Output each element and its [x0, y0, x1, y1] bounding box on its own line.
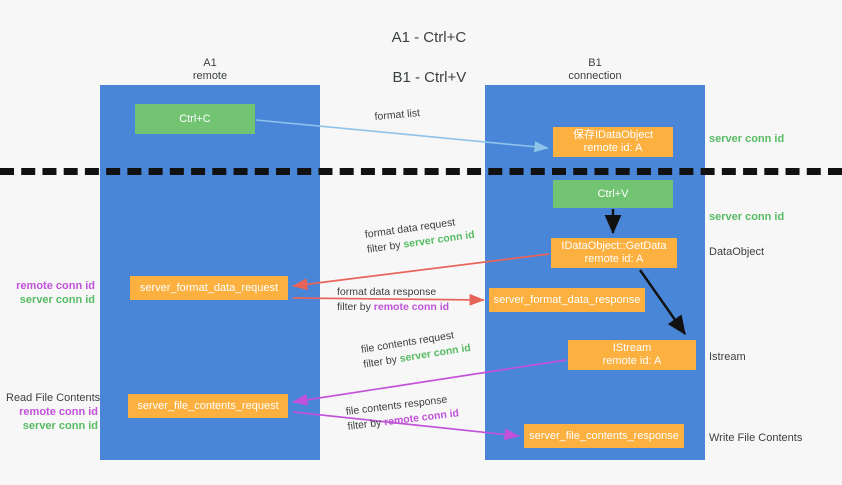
phase-divider [0, 168, 842, 175]
node-ctrl-c[interactable]: Ctrl+C [135, 104, 255, 134]
column-header-a1-name: A1 [203, 57, 217, 69]
filter-target-remote-conn-id: remote conn id [373, 301, 450, 313]
title-line-2: B1 - Ctrl+V [392, 69, 467, 86]
annotation-conn-ids-format: remote conn id server conn id [10, 279, 95, 307]
annotation-write-file-contents: Write File Contents [709, 432, 803, 444]
column-header-a1-role: remote [192, 70, 228, 82]
column-header-b1: B1 connection [485, 57, 705, 83]
annotation-server-conn-id-2: server conn id [22, 420, 98, 432]
node-istream-line2: remote id: A [602, 355, 662, 367]
annotation-dataobject: DataObject [709, 246, 765, 258]
node-istream-line1: IStream [612, 342, 652, 354]
edge-label-format-data-response-filter: filter by remote conn id [337, 300, 449, 315]
filter-prefix: filter by [346, 416, 385, 433]
node-idataobject-line2: remote id: A [583, 142, 643, 154]
title-line-1: A1 - Ctrl+C [391, 29, 467, 46]
node-server-file-contents-request[interactable]: server_file_contents_request [128, 394, 288, 418]
node-idataobject-line1: 保存IDataObject [572, 129, 654, 141]
annotation-server-conn-id-mid: server conn id [709, 211, 785, 223]
node-server-file-contents-request-label: server_file_contents_request [137, 399, 279, 412]
filter-prefix: filter by [366, 238, 405, 256]
column-header-a1: A1 remote [100, 57, 320, 83]
edge-label-format-list-line1: format list [374, 107, 421, 123]
annotation-remote-conn-id-2: remote conn id [19, 406, 98, 418]
page-title: A1 - Ctrl+C B1 - Ctrl+V [0, 8, 842, 108]
column-header-b1-name: B1 [588, 57, 602, 69]
edge-label-format-data-response-line1: format data response [337, 286, 437, 298]
node-server-file-contents-response-label: server_file_contents_response [529, 429, 679, 442]
node-server-format-data-response-label: server_format_data_response [493, 293, 641, 306]
edge-label-file-contents-response: file contents response filter by remote … [345, 391, 460, 434]
annotation-read-file-contents: Read File Contents [6, 392, 101, 404]
annotation-read-file-contents-group: Read File Contents remote conn id server… [6, 391, 101, 433]
node-server-format-data-response[interactable]: server_format_data_response [489, 288, 645, 312]
node-ctrl-c-line1: Ctrl+C [179, 112, 211, 125]
edge-label-file-contents-request: file contents request filter by server c… [360, 326, 472, 373]
annotation-server-conn-id-1: server conn id [19, 294, 95, 306]
node-server-file-contents-response[interactable]: server_file_contents_response [524, 424, 684, 448]
node-server-format-data-request-label: server_format_data_request [139, 281, 279, 294]
node-ctrl-v-line1: Ctrl+V [597, 187, 629, 200]
edge-label-format-list: format list [374, 106, 421, 125]
node-ctrl-v[interactable]: Ctrl+V [553, 180, 673, 208]
node-idataobject[interactable]: 保存IDataObject remote id: A [553, 127, 673, 157]
node-idataobject-getdata[interactable]: IDataObject::GetData remote id: A [551, 238, 677, 268]
node-getdata-line2: remote id: A [584, 253, 644, 265]
annotation-server-conn-id-top: server conn id [709, 133, 785, 145]
filter-prefix: filter by [337, 301, 374, 313]
node-istream[interactable]: IStream remote id: A [568, 340, 696, 370]
node-server-format-data-request[interactable]: server_format_data_request [130, 276, 288, 300]
annotation-remote-conn-id-1: remote conn id [16, 280, 95, 292]
annotation-istream: Istream [709, 351, 746, 363]
node-getdata-line1: IDataObject::GetData [561, 240, 667, 252]
edge-label-format-data-response: format data response filter by remote co… [337, 285, 449, 315]
edge-label-format-data-request: format data request filter by server con… [364, 213, 476, 258]
column-header-b1-role: connection [568, 70, 622, 82]
